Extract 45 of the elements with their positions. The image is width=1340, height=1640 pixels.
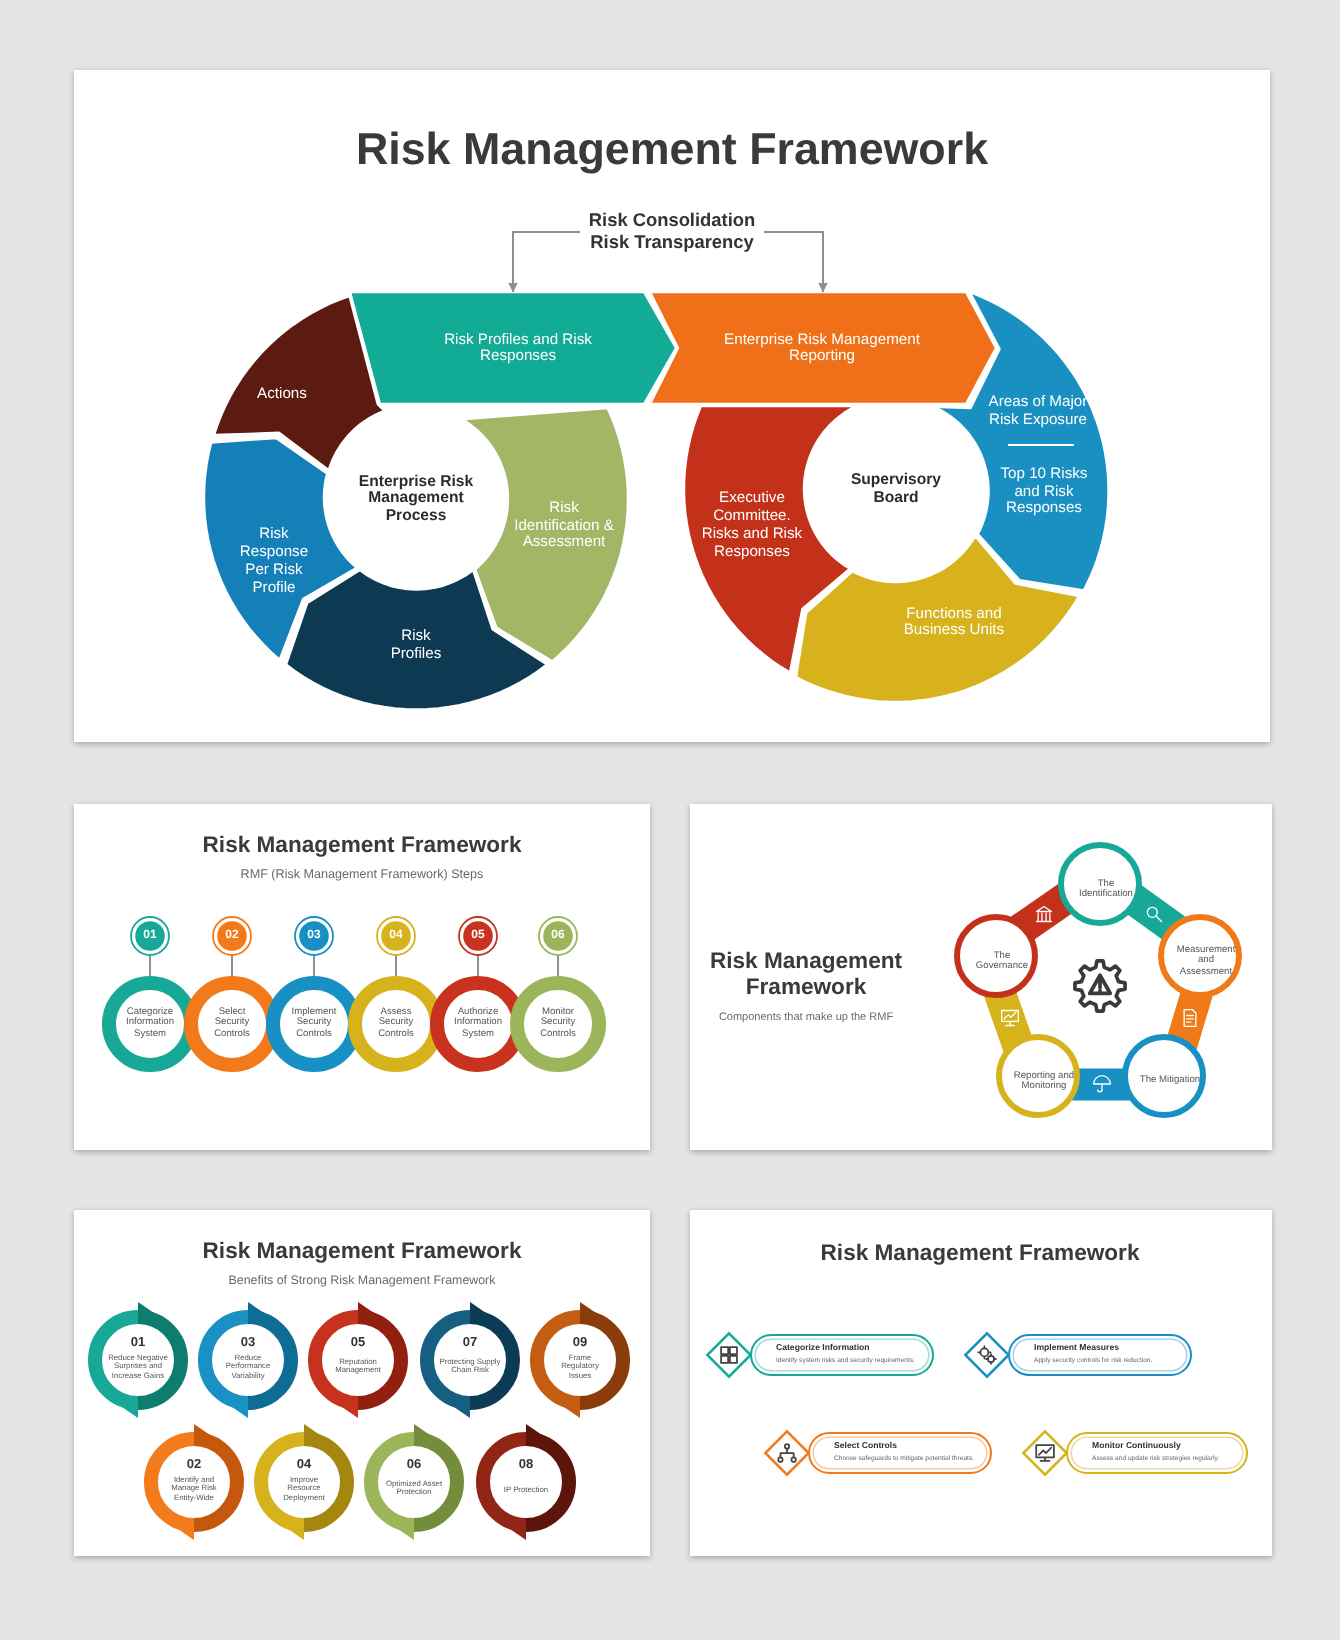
connector-line	[557, 955, 559, 977]
slide-title: Risk Management Framework	[354, 124, 990, 176]
component-circle	[1058, 842, 1142, 926]
slide-card	[74, 1210, 650, 1556]
benefit-ring	[198, 1302, 298, 1418]
benefit-ring	[420, 1302, 520, 1418]
ring-segment	[796, 536, 1080, 702]
step-badge	[130, 916, 170, 956]
connector-line	[477, 955, 479, 977]
connector-line	[231, 955, 233, 977]
connector-line	[149, 955, 151, 977]
slide-title: Risk Management Framework	[201, 833, 523, 859]
slide-card	[74, 804, 650, 1150]
step-badge	[376, 916, 416, 956]
ring-segment	[204, 438, 357, 661]
slide-card	[690, 1210, 1272, 1556]
step-badge	[458, 916, 498, 956]
benefit-ring	[144, 1424, 244, 1540]
component-circle	[1158, 914, 1242, 998]
arrow-banner	[350, 292, 676, 404]
ring-segment	[213, 296, 384, 472]
slide-title: Risk Management Framework	[819, 1241, 1141, 1267]
bracket-label: Risk Consolidation	[587, 210, 757, 232]
component-circle	[1122, 1034, 1206, 1118]
benefit-ring	[476, 1424, 576, 1540]
step-badge	[294, 916, 334, 956]
connector-line	[313, 955, 315, 977]
slide-title: Risk Management Framework	[708, 950, 904, 1002]
arrow	[763, 231, 828, 293]
component-circle	[954, 914, 1038, 998]
component-circle	[996, 1034, 1080, 1118]
connector-line	[395, 955, 397, 977]
benefit-ring	[530, 1302, 630, 1418]
benefit-ring	[308, 1302, 408, 1418]
step-badge	[538, 916, 578, 956]
bracket-label: Risk Transparency	[589, 231, 755, 253]
step-ring	[510, 976, 606, 1072]
arrow	[508, 231, 581, 293]
benefit-ring	[254, 1424, 354, 1540]
benefit-ring	[88, 1302, 188, 1418]
slide-card	[74, 70, 1270, 742]
step-badge	[212, 916, 252, 956]
slide-card	[690, 804, 1272, 1150]
slide-title: Risk Management Framework	[201, 1239, 523, 1265]
benefit-ring	[364, 1424, 464, 1540]
